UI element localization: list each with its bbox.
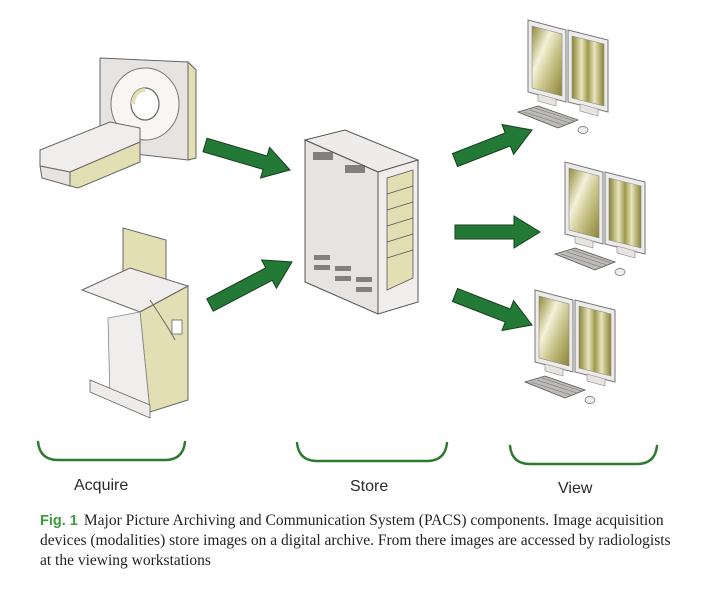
ultrasound-machine-icon [80,227,190,419]
bracket-acquire [36,440,187,462]
stage-label-acquire: Acquire [74,477,129,494]
bracket-view [508,444,659,466]
ct-scanner-icon [39,57,197,189]
caption-text: Major Picture Archiving and Communicatio… [40,512,671,569]
workstation-2-icon [554,161,646,276]
archive-server-icon [303,129,420,315]
arrow-3 [451,123,533,168]
workstation-1-icon [517,19,609,134]
arrow-4 [454,215,541,249]
bracket-store [295,441,449,463]
arrow-5 [451,287,533,332]
workstation-3-icon [524,289,616,404]
figure-number: Fig. 1 [40,513,78,529]
stage-label-store: Store [350,478,389,495]
arrow-2 [206,259,293,312]
arrow-1 [202,137,291,179]
stage-label-view: View [558,480,593,497]
pacs-diagram [36,19,659,466]
